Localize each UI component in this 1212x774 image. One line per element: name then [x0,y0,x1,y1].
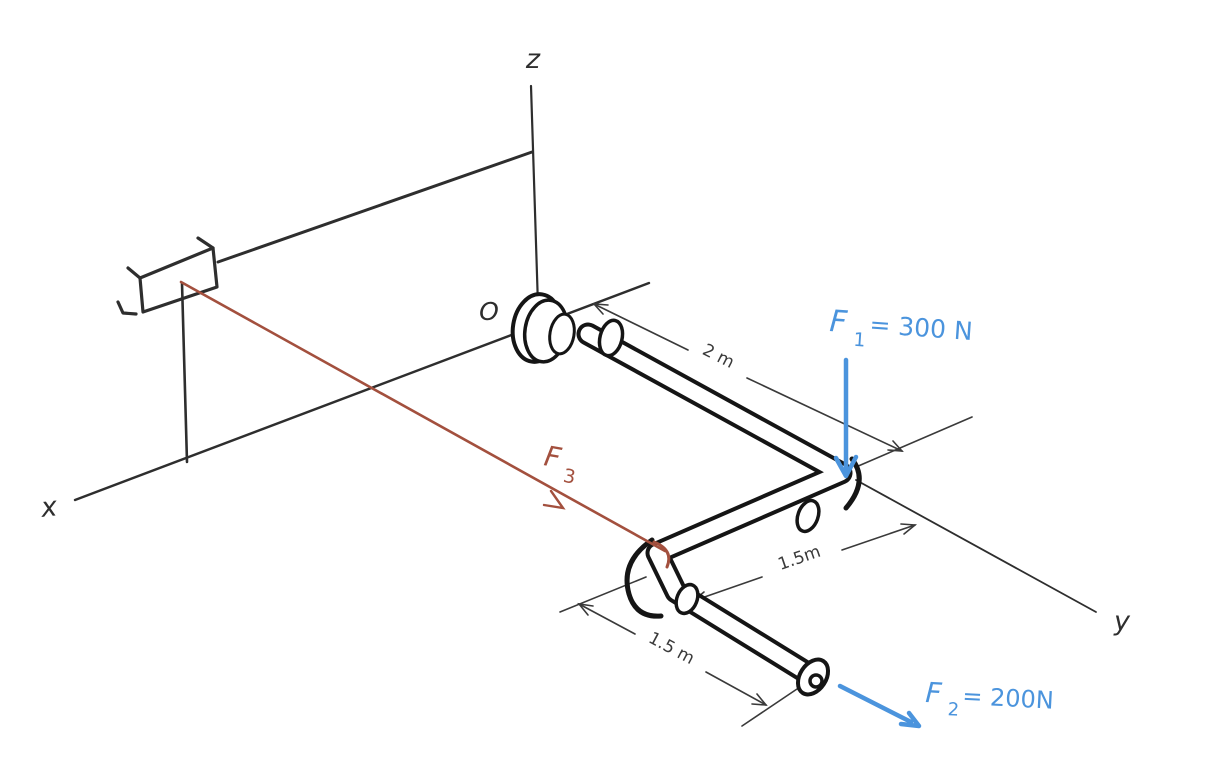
x-axis-label: x [39,491,60,524]
pipe-body [580,326,849,684]
dim-2m-label: 2 m [699,340,737,373]
axes-group [73,84,1097,613]
f3-cable-end-curl [652,540,671,569]
bracket-tick-top-right [196,236,215,250]
wall-bracket [116,236,219,316]
f2-symbol: F [925,676,944,710]
dim-1-5m-bottom-label: 1.5 m [645,628,698,669]
f1-value: = 300 N [869,310,974,346]
f2-subscript: 2 [947,699,960,721]
flange-hub [548,312,576,356]
f1-arrowhead [833,454,859,479]
dim-2m-line [593,303,903,452]
f3-cable-line [179,280,667,553]
bracket-tick-bottom-left [116,300,138,316]
dimension-lines [559,303,973,727]
dim-1-5m-top-label: 1.5m [775,542,823,575]
f3-label: F 3 [542,439,578,489]
f1-subscript: 1 [853,329,867,352]
pipe-assembly [510,292,862,697]
z-axis-line [529,84,540,308]
dim-1-5m-bottom-ext-end [741,688,798,727]
f2-arrowhead [898,710,922,729]
dim-1-5m-bottom-ext-elbow [559,576,647,613]
force-arrows [833,357,922,729]
f2-arrow-shaft [837,683,914,725]
dim-1-5m-bottom-line [578,603,767,706]
coupling-ring-3 [674,582,700,616]
wall-top-edge [216,150,534,264]
f2-label: F 2 = 200N [925,676,1055,721]
y-axis-line [855,479,1097,613]
origin-label: O [479,297,499,326]
bracket-drop-line [180,281,189,464]
f3-subscript: 3 [562,465,578,489]
coupling-ring-1 [597,318,625,358]
coupling-ring-2 [795,498,821,534]
pipe-end-bore [808,673,824,689]
y-axis-label: y [1113,606,1131,637]
f3-arrowhead [542,489,566,510]
labels: z x y O 2 m 1.5m 1.5 m F 1 = 300 N F 2 =… [39,44,1131,721]
f2-value: = 200N [962,682,1055,715]
dim-1-5m-bottom-arrow-right [751,693,768,706]
f1-symbol: F [828,304,848,340]
z-axis-label: z [525,44,541,75]
f1-label: F 1 = 300 N [828,304,974,352]
bracket-tick-top-left [126,266,142,280]
dim-1-5m-top-arrow-right [900,523,918,535]
dim-2m-extension [855,416,973,468]
f3-symbol: F [542,439,564,474]
f3-cable-group [179,280,671,569]
dim-2m-arrow-left [592,303,609,315]
elbow2-accent [624,537,664,619]
bracket-plate [138,246,219,314]
